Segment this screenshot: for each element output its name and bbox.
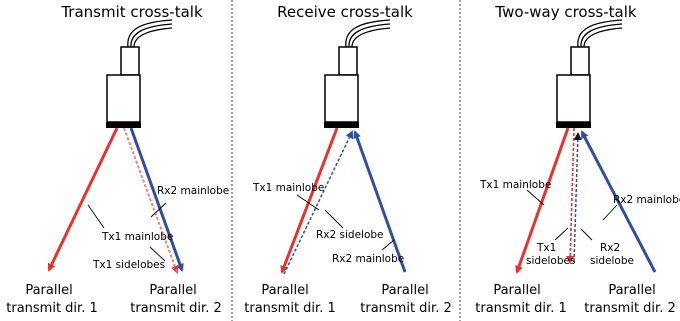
footer-label: transmit dir. 2 — [130, 301, 221, 316]
beam-label: Rx2 — [600, 242, 620, 254]
leader-line — [150, 202, 167, 218]
beam-label: Rx2 sidelobe — [316, 229, 384, 241]
rx2-mainlobe-beam — [580, 130, 657, 273]
beam-label: Tx1 mainlobe — [479, 179, 551, 191]
footer-label: Parallel — [261, 283, 308, 298]
footer-label: Parallel — [493, 283, 540, 298]
footer-label: transmit dir. 1 — [6, 301, 97, 316]
footer-label: Parallel — [381, 283, 428, 298]
leader-line — [526, 189, 545, 206]
footer-label: transmit dir. 1 — [244, 301, 335, 316]
footer-label: Parallel — [25, 283, 72, 298]
transducer-probe-icon — [556, 19, 623, 128]
transducer-probe-icon — [106, 19, 173, 128]
beam-label: Rx2 mainlobe — [613, 194, 680, 206]
footer-label: transmit dir. 1 — [475, 301, 566, 316]
leader-line — [87, 204, 105, 229]
panel-title: Receive cross-talk — [277, 3, 413, 21]
rx2-mainlobe-beam — [129, 127, 184, 272]
beam-label: sidelobes — [526, 255, 575, 267]
beam-label: Rx2 mainlobe — [332, 253, 404, 265]
rx2-mainlobe-beam — [353, 130, 407, 273]
tx1-mainlobe-beam — [280, 127, 339, 274]
rx2-sidelobe-beam — [283, 130, 354, 275]
beam-label: sidelobe — [590, 255, 634, 267]
beam-label: Tx1 mainlobe — [101, 231, 173, 243]
panel-receive-crosstalk: Receive cross-talk Tx1 mainlobe Rx2 side… — [244, 3, 451, 316]
panel-title: Transmit cross-talk — [60, 3, 203, 21]
tx1-mainlobe-beam — [47, 127, 119, 272]
tx1-sidelobe-beam — [566, 127, 575, 264]
leader-line — [602, 204, 618, 221]
footer-label: transmit dir. 2 — [360, 301, 451, 316]
rx2-sidelobe-beam — [573, 132, 582, 263]
footer-label: Parallel — [608, 283, 655, 298]
transducer-probe-icon — [324, 19, 391, 128]
leader-line — [381, 239, 395, 251]
tx1-mainlobe-beam — [515, 127, 570, 274]
leader-line — [580, 228, 593, 241]
leader-line — [149, 246, 166, 262]
leader-line — [296, 194, 320, 211]
footer-label: transmit dir. 2 — [584, 301, 675, 316]
footer-label: Parallel — [149, 283, 196, 298]
leader-line — [554, 227, 569, 241]
panel-two-way-crosstalk: Two-way cross-talk Tx1 mainlobe Rx2 main… — [475, 3, 680, 316]
beam-label: Tx1 sidelobes — [92, 259, 165, 271]
panel-title: Two-way cross-talk — [494, 3, 636, 21]
leader-line — [324, 209, 344, 229]
beam-label: Rx2 mainlobe — [157, 185, 229, 197]
panel-transmit-crosstalk: Transmit cross-talk Tx1 mainlobe Rx2 mai… — [6, 3, 229, 316]
beam-label: Tx1 — [536, 242, 556, 254]
beam-label: Tx1 mainlobe — [252, 182, 324, 194]
